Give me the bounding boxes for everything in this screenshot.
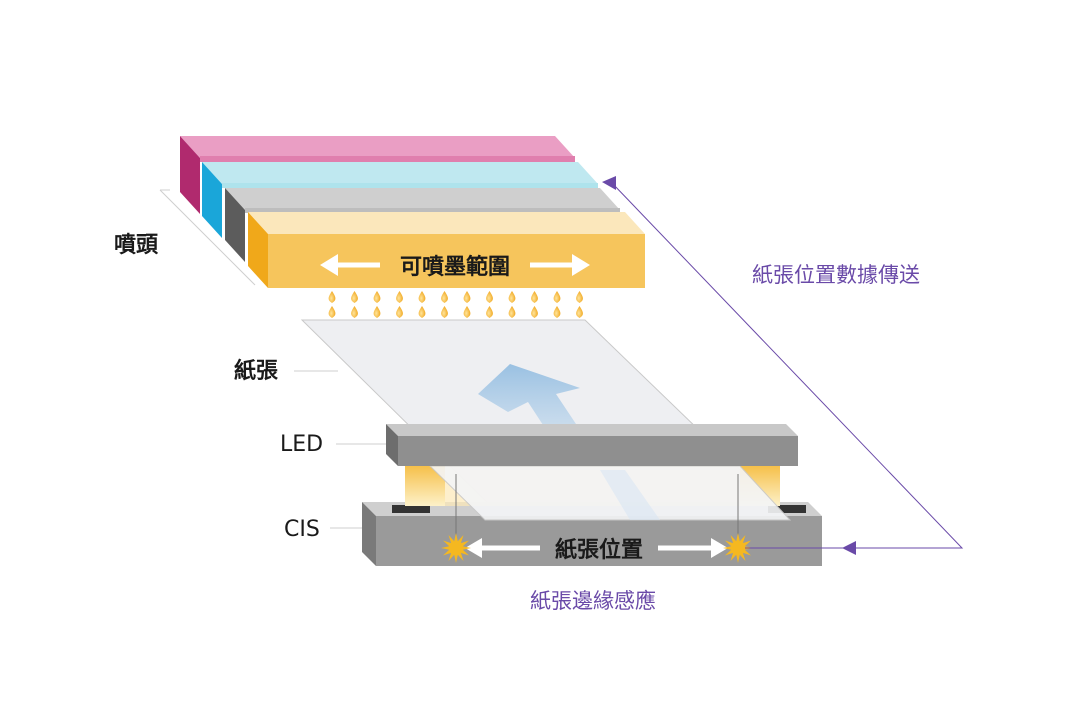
print-range-arrow	[320, 250, 590, 280]
ink-drop	[463, 306, 471, 318]
cis-label: CIS	[284, 517, 320, 542]
paper-front	[428, 465, 792, 521]
right-sensor-burst	[723, 533, 753, 563]
data-transfer-loop	[602, 176, 964, 555]
ink-drop	[531, 306, 538, 318]
magenta-head	[180, 136, 575, 214]
led-bar	[386, 424, 798, 466]
paper-label: 紙張	[234, 358, 279, 384]
ink-drop	[351, 306, 358, 318]
ink-drop	[576, 306, 583, 318]
ink-drop	[396, 291, 403, 303]
led-label: LED	[280, 432, 323, 457]
ink-drop	[351, 291, 358, 303]
ink-drop	[463, 291, 471, 303]
ink-drop	[531, 291, 538, 303]
ink-drop	[576, 291, 583, 303]
ink-drop	[373, 291, 381, 303]
cyan-head	[202, 162, 598, 238]
ink-drop	[373, 306, 381, 318]
ink-drop	[508, 291, 516, 303]
ink-drop	[441, 306, 448, 318]
left-sensor-burst	[441, 533, 471, 563]
ink-drop	[486, 291, 493, 303]
ink-drop	[553, 306, 561, 318]
edge-sensing-label: 紙張邊緣感應	[530, 589, 656, 613]
label-leaders	[294, 370, 386, 529]
ink-drop	[553, 291, 561, 303]
gray-head	[225, 188, 620, 262]
ink-drop	[441, 291, 448, 303]
nozzle-label: 噴頭	[114, 232, 159, 258]
head-outline	[159, 189, 256, 286]
ink-drop	[508, 306, 516, 318]
data-transfer-label: 紙張位置數據傳送	[752, 263, 920, 287]
paper-position-label: 紙張位置	[555, 537, 643, 563]
ink-drop	[486, 306, 493, 318]
ink-drop	[328, 291, 336, 303]
print-range-label: 可噴墨範圍	[400, 254, 510, 280]
ink-drop	[328, 306, 336, 318]
ink-drop	[396, 306, 403, 318]
ink-drop	[418, 291, 426, 303]
paper-position-arrow	[465, 534, 728, 562]
ink-drop	[418, 306, 426, 318]
